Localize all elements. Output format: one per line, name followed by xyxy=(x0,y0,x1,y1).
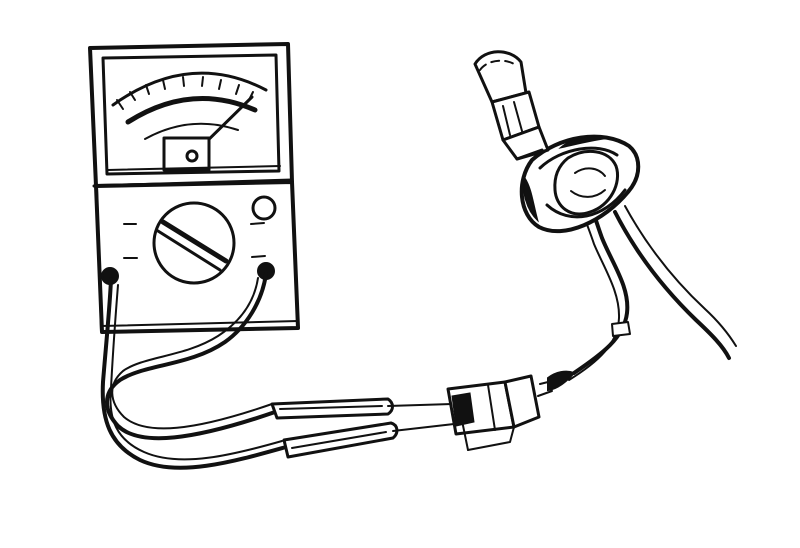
test-lead-right xyxy=(105,272,277,441)
probe-lower xyxy=(282,421,455,459)
sensor-switch xyxy=(519,134,641,234)
connector xyxy=(446,370,576,451)
zero-adjust xyxy=(251,195,277,221)
meter-dial xyxy=(101,53,281,176)
probe-upper xyxy=(270,397,453,420)
test-lead-left xyxy=(100,277,288,470)
selector-knob xyxy=(123,201,266,285)
bulb xyxy=(473,50,550,161)
wire-harness xyxy=(568,205,737,381)
multimeter xyxy=(88,42,300,334)
